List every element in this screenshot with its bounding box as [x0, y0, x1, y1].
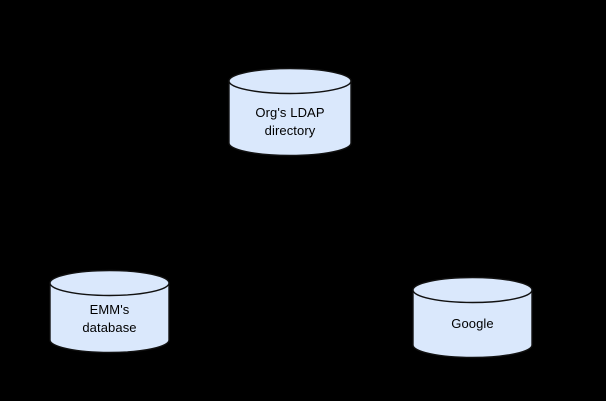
- cylinder-node-emm[interactable]: EMM's database: [49, 269, 170, 354]
- cylinder-shape-icon: [412, 276, 533, 359]
- cylinder-shape-icon: [49, 269, 170, 354]
- cylinder-node-google[interactable]: Google: [412, 276, 533, 359]
- cylinder-shape-icon: [228, 67, 352, 157]
- cylinder-node-ldap[interactable]: Org's LDAP directory: [228, 67, 352, 157]
